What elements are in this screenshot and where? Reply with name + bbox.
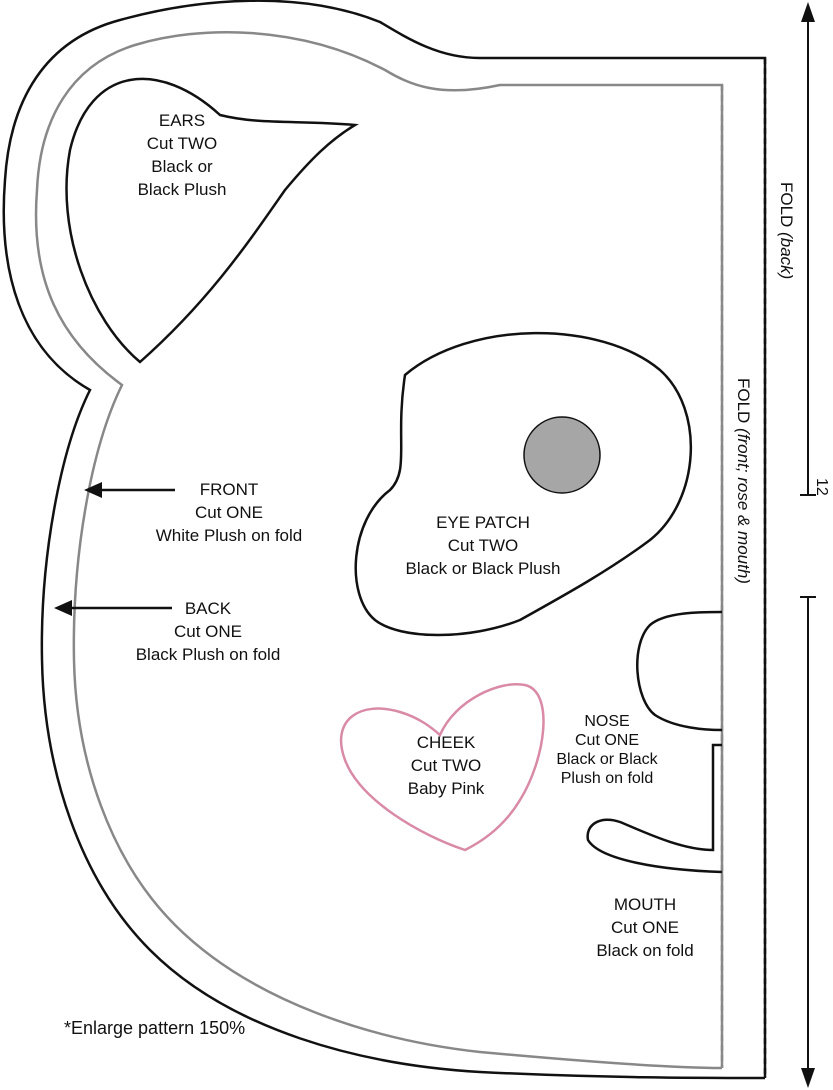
mouth-label: MOUTH Cut ONE Black on fold <box>596 895 694 960</box>
nose-label: NOSE Cut ONE Black or Black Plush on fol… <box>556 713 658 787</box>
cheek-label: CHEEK Cut TWO Baby Pink <box>407 733 485 798</box>
front-arrowhead <box>84 482 102 498</box>
dimension-label: 12 <box>813 478 830 496</box>
mouth-piece <box>586 743 723 874</box>
fold-back-label: FOLD (back) <box>777 182 796 280</box>
dimension-arrowhead-bottom <box>801 1068 815 1088</box>
front-outline <box>34 30 724 1070</box>
back-label: BACK Cut ONE Black Plush on fold <box>135 599 281 664</box>
enlarge-note: *Enlarge pattern 150% <box>64 1018 246 1038</box>
eye-circle <box>523 416 601 494</box>
ears-label: EARS Cut TWO Black or Black Plush <box>137 111 227 199</box>
dimension-arrowhead-top <box>801 2 815 22</box>
ear-piece <box>65 77 359 364</box>
eye-patch-piece <box>354 331 693 637</box>
back-outline <box>2 0 767 1080</box>
back-arrowhead <box>54 600 72 616</box>
nose-piece <box>636 610 723 732</box>
cheek-heart <box>339 683 545 852</box>
fold-front-label: FOLD (front; rose & mouth) <box>734 378 753 584</box>
eye-patch-label: EYE PATCH Cut TWO Black or Black Plush <box>405 513 561 578</box>
front-label: FRONT Cut ONE White Plush on fold <box>155 480 303 545</box>
